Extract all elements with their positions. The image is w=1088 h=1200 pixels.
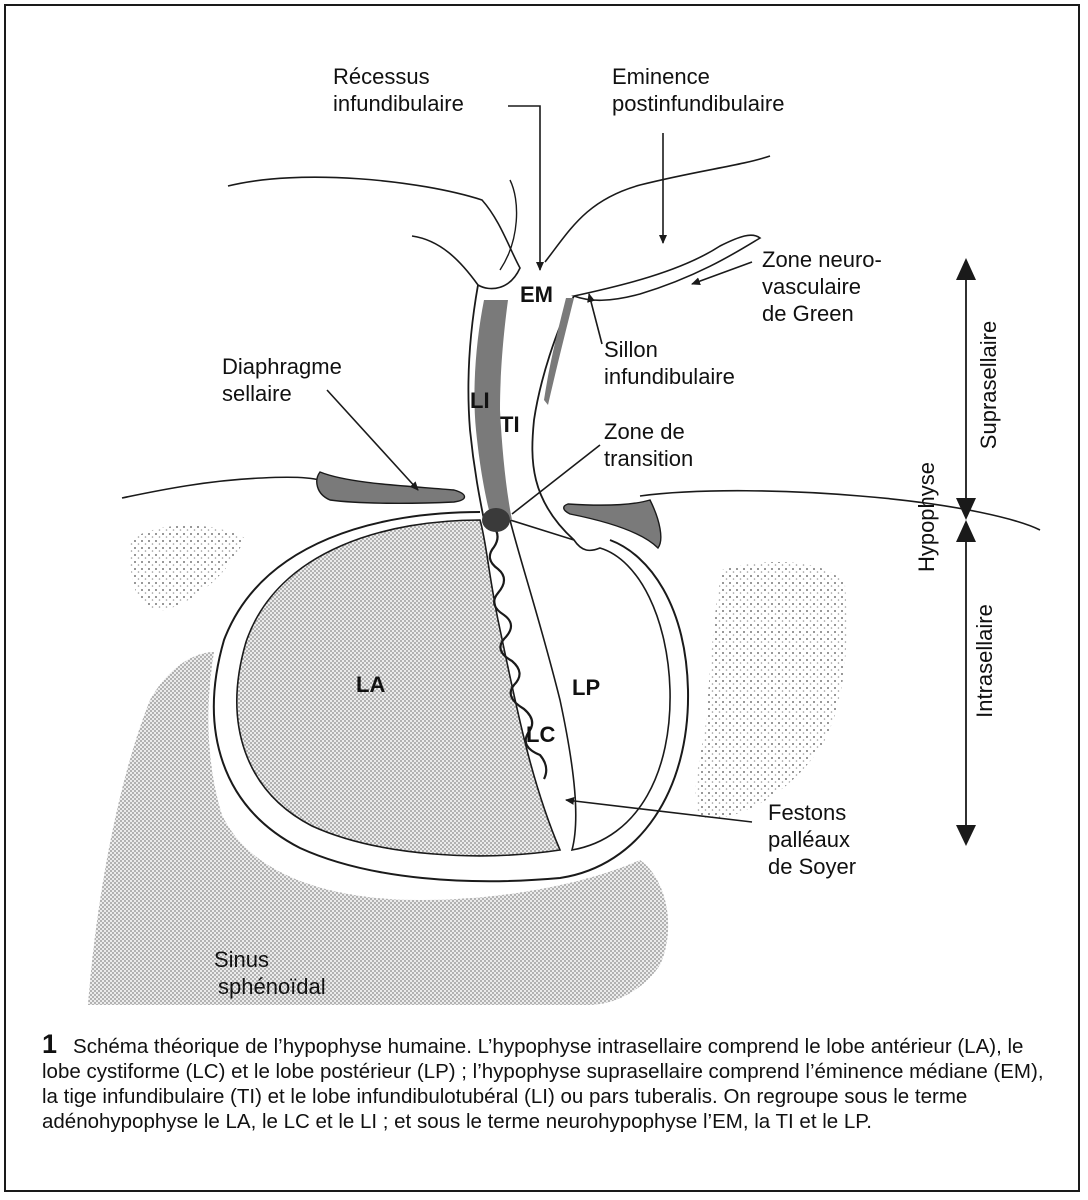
label-eminence-line-2: postinfundibulaire — [612, 90, 784, 117]
label-recessus: Récessus infundibulaire — [333, 63, 464, 117]
abbr-la: LA — [356, 672, 385, 698]
abbr-lc: LC — [526, 722, 555, 748]
abbr-lp: LP — [572, 675, 600, 701]
label-intrasellaire: Intrasellaire — [972, 586, 998, 736]
label-zone-transition: Zone de transition — [604, 418, 693, 472]
label-festons: Festons palléaux de Soyer — [768, 799, 856, 880]
label-zone-neuro-line-1: Zone neuro- — [762, 246, 882, 273]
caption-number: 1 — [42, 1029, 57, 1059]
label-sinus: Sinus sphénoïdal — [214, 946, 326, 1000]
label-zone-neuro-line-2: vasculaire — [762, 273, 882, 300]
label-hypophyse: Hypophyse — [914, 442, 940, 592]
axis-bottom-arrowhead — [956, 825, 976, 846]
label-sillon: Sillon infundibulaire — [604, 336, 735, 390]
label-recessus-line-2: infundibulaire — [333, 90, 464, 117]
skull-contour-right — [640, 491, 1040, 530]
label-eminence: Eminence postinfundibulaire — [612, 63, 784, 117]
label-zone-neuro-line-3: de Green — [762, 300, 882, 327]
label-festons-line-1: Festons — [768, 799, 856, 826]
label-zone-neurovasculaire: Zone neuro- vasculaire de Green — [762, 246, 882, 327]
axis-top-arrowhead — [956, 258, 976, 280]
axis-mid-arrowhead-up — [956, 520, 976, 542]
label-festons-line-2: palléaux — [768, 826, 856, 853]
label-diaphragme-line-1: Diaphragme — [222, 353, 342, 380]
label-suprasellaire: Suprasellaire — [976, 310, 1002, 460]
label-sinus-line-1: Sinus — [214, 946, 326, 973]
hypothalamus-left — [228, 177, 520, 288]
label-festons-line-3: de Soyer — [768, 853, 856, 880]
neurovascular-zone — [574, 235, 760, 300]
label-diaphragme-line-2: sellaire — [222, 380, 342, 407]
label-sillon-line-1: Sillon — [604, 336, 735, 363]
transition-zone — [482, 508, 510, 532]
abbr-li: LI — [470, 388, 490, 414]
arrow-sillon — [589, 294, 602, 344]
skull-contour-left — [122, 477, 330, 498]
label-sinus-line-2: sphénoïdal — [214, 973, 326, 1000]
left-trabecular-bone — [130, 526, 245, 611]
right-trabecular-bone — [696, 562, 847, 820]
label-zone-transition-line-1: Zone de — [604, 418, 693, 445]
label-zone-transition-line-2: transition — [604, 445, 693, 472]
abbr-em: EM — [520, 282, 553, 308]
label-sillon-line-2: infundibulaire — [604, 363, 735, 390]
caption-text: Schéma théorique de l’hypophyse humaine.… — [42, 1035, 1044, 1133]
diaphragme-left — [317, 472, 465, 503]
abbr-ti: TI — [500, 412, 520, 438]
label-diaphragme: Diaphragme sellaire — [222, 353, 342, 407]
sillon-dark-band — [544, 298, 574, 405]
line-transition — [512, 445, 600, 514]
label-recessus-line-1: Récessus — [333, 63, 464, 90]
label-eminence-line-1: Eminence — [612, 63, 784, 90]
